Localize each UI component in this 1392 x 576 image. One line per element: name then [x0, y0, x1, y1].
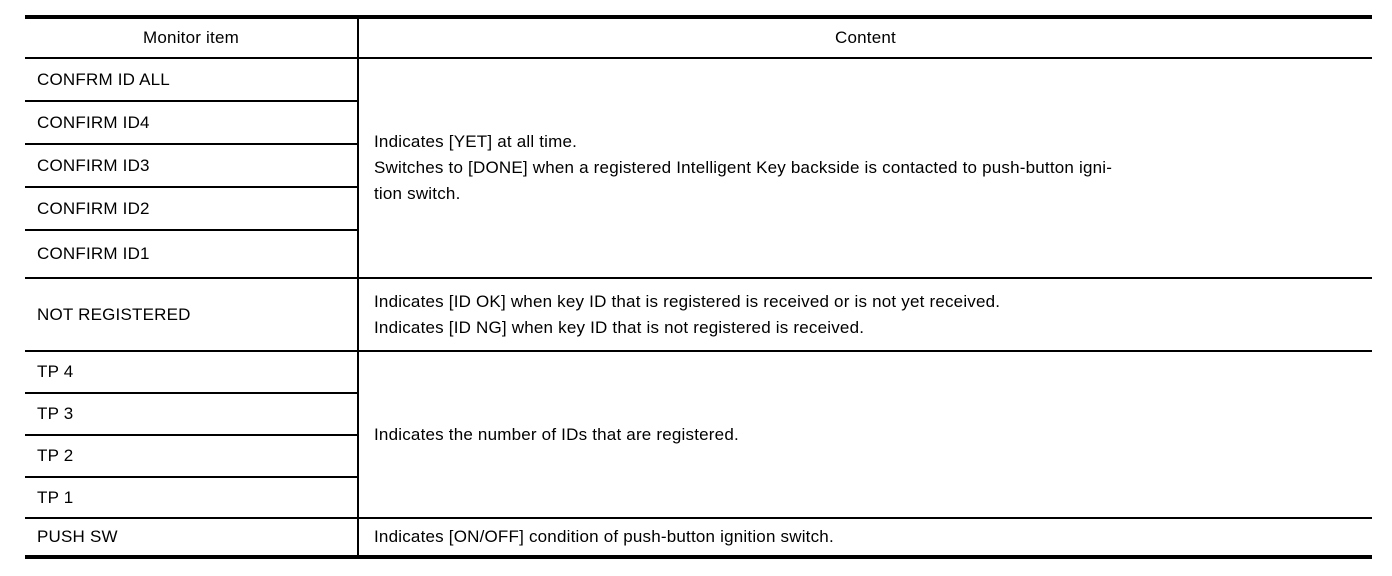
table-row: CONFRM ID ALL Indicates [YET] at all tim…: [25, 58, 1372, 279]
table-header-row: Monitor item Content: [25, 17, 1372, 59]
monitor-item-cell-tp2: TP 2: [25, 435, 359, 478]
monitor-item-cell-not-registered: NOT REGISTERED: [25, 278, 359, 352]
header-cell-monitor-item: Monitor item: [25, 17, 359, 59]
content-cell-confirm-group: Indicates [YET] at all time. Switches to…: [358, 58, 1372, 279]
content-cell-tp-group: Indicates the number of IDs that are reg…: [358, 351, 1372, 519]
table-row: TP 2: [25, 435, 1372, 478]
monitor-item-cell-tp3: TP 3: [25, 393, 359, 436]
content-cell-push-sw: Indicates [ON/OFF] condition of push-but…: [358, 518, 1372, 558]
monitor-item-cell-confirm-id3: CONFIRM ID3: [25, 144, 359, 188]
monitor-item-cell-confirm-id4: CONFIRM ID4: [25, 101, 359, 145]
table-row: CONFIRM ID2: [25, 187, 1372, 231]
monitor-item-cell-tp1: TP 1: [25, 477, 359, 519]
table-row: NOT REGISTERED Indicates [ID OK] when ke…: [25, 278, 1372, 352]
content-cell-not-registered: Indicates [ID OK] when key ID that is re…: [358, 278, 1372, 352]
table-row: PUSH SW Indicates [ON/OFF] condition of …: [25, 518, 1372, 558]
table-row: TP 3: [25, 393, 1372, 436]
monitor-item-cell-push-sw: PUSH SW: [25, 518, 359, 558]
monitor-item-table-wrap: Monitor item Content CONFRM ID ALL Indic…: [25, 15, 1372, 559]
monitor-item-cell-confirm-id1: CONFIRM ID1: [25, 230, 359, 279]
table-row: TP 4 Indicates the number of IDs that ar…: [25, 351, 1372, 519]
monitor-item-cell-tp4: TP 4: [25, 351, 359, 394]
table-row: CONFIRM ID4: [25, 101, 1372, 145]
header-cell-content: Content: [358, 17, 1372, 59]
monitor-item-table: Monitor item Content CONFRM ID ALL Indic…: [25, 15, 1372, 559]
monitor-item-cell-confrm-id-all: CONFRM ID ALL: [25, 58, 359, 102]
table-row: CONFIRM ID3: [25, 144, 1372, 188]
table-row: TP 1: [25, 477, 1372, 519]
table-row: CONFIRM ID1: [25, 230, 1372, 279]
monitor-item-cell-confirm-id2: CONFIRM ID2: [25, 187, 359, 231]
